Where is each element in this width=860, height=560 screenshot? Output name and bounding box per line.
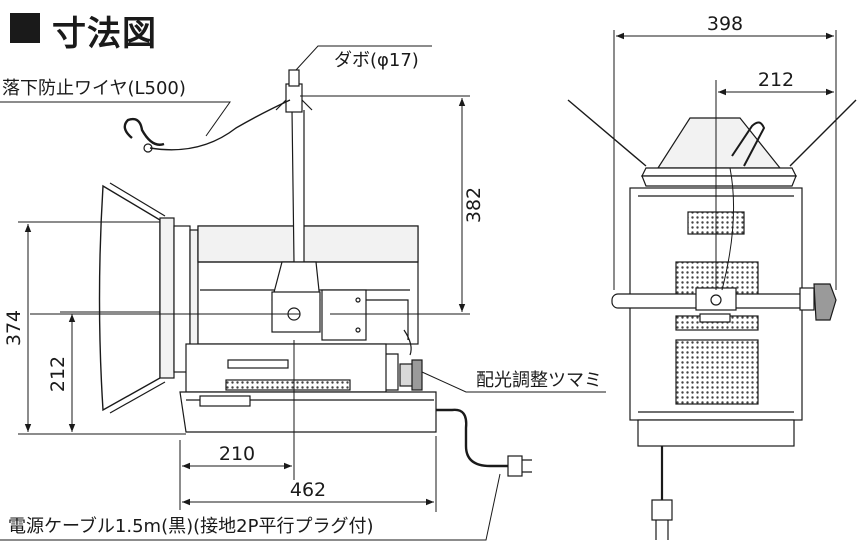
title-square-icon [10, 13, 40, 43]
dabo-label: ダボ(φ17) [334, 50, 419, 71]
dim-382: 382 [463, 187, 485, 223]
dim-374: 374 [3, 310, 25, 346]
dim-398: 398 [707, 13, 743, 35]
knob-label: 配光調整ツマミ [476, 370, 602, 391]
front-view-dimensions [613, 30, 837, 290]
dim-212-left: 212 [47, 356, 69, 392]
dim-462: 462 [290, 479, 326, 501]
dim-212-right: 212 [758, 69, 794, 91]
dim-210: 210 [219, 443, 255, 465]
front-view [567, 99, 857, 540]
side-view [98, 69, 532, 477]
side-view-dimensions [0, 45, 606, 541]
wire-label: 落下防止ワイヤ(L500) [2, 78, 186, 99]
cable-label: 電源ケーブル1.5m(黒)(接地2P平行プラグ付) [8, 515, 373, 537]
page-title: 寸法図 [52, 14, 157, 54]
